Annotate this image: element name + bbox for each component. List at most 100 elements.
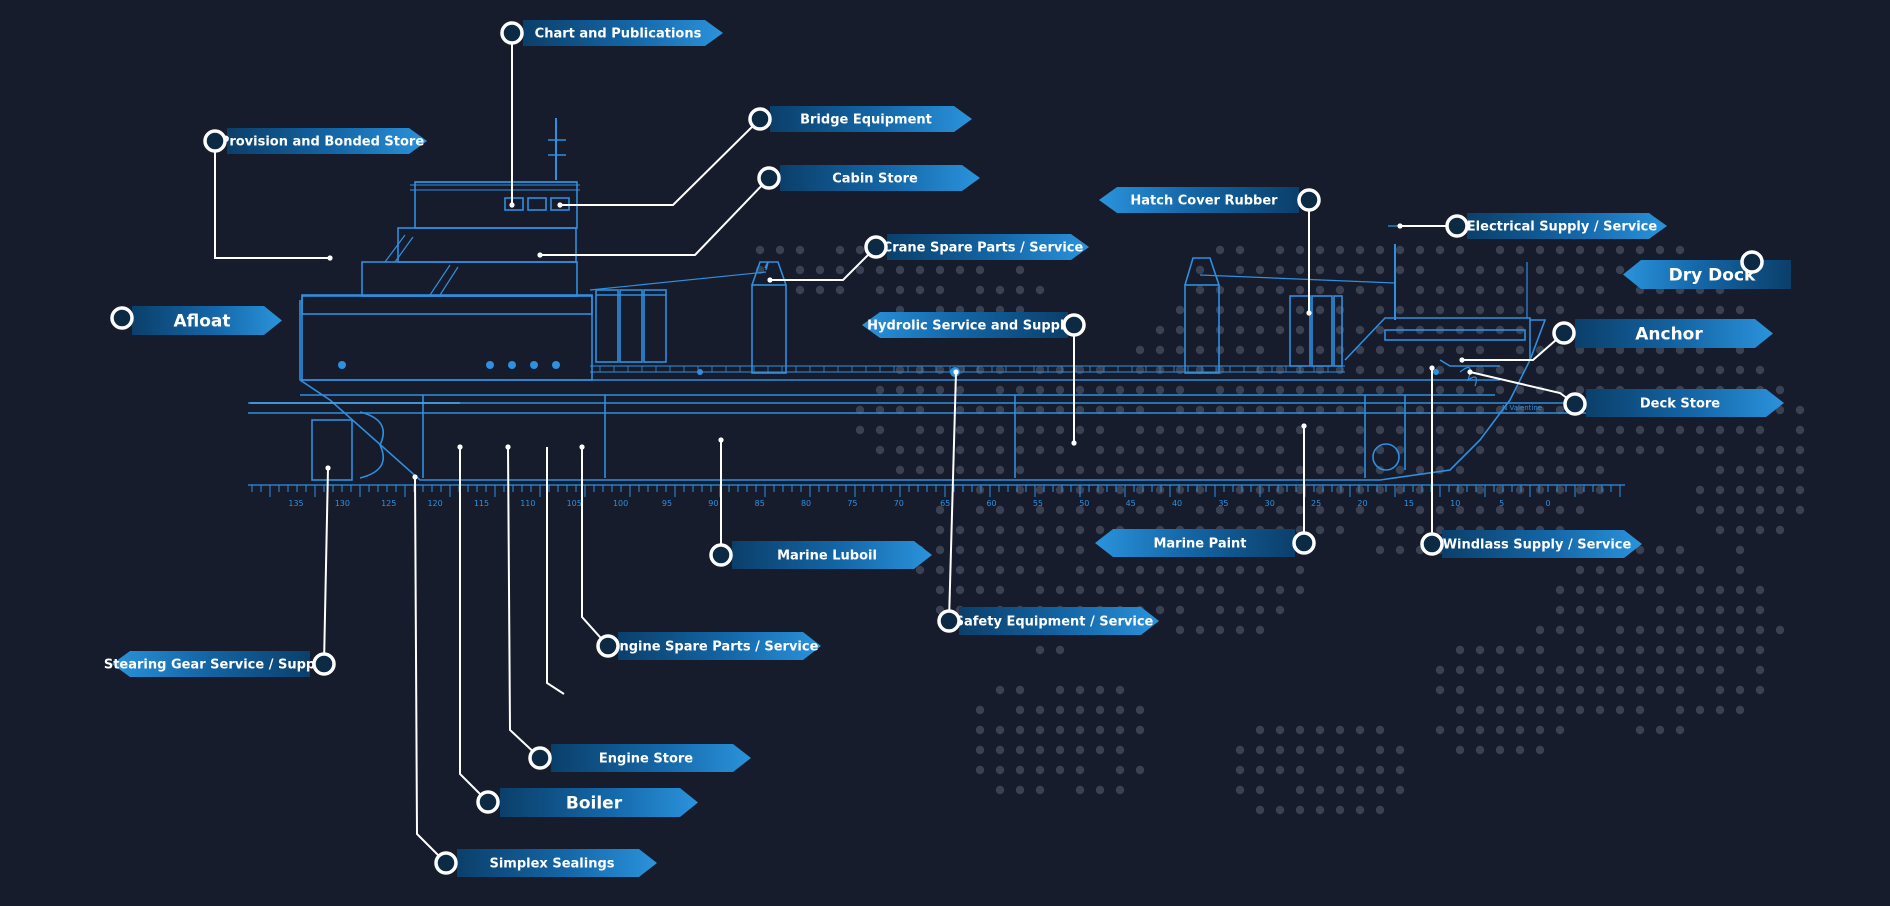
engine-spare-parts-marker[interactable] xyxy=(596,634,620,658)
afloat-callout[interactable]: Afloat xyxy=(110,306,282,335)
map-dot xyxy=(1375,365,1385,375)
map-dot xyxy=(1515,385,1525,395)
map-dot xyxy=(1315,485,1325,495)
steering-gear-tag[interactable] xyxy=(112,651,310,677)
marine-luboil-callout[interactable]: Marine Luboil xyxy=(709,541,932,569)
engine-store-callout[interactable]: Engine Store xyxy=(528,744,751,772)
boiler-callout[interactable]: Boiler xyxy=(476,788,698,817)
map-dot xyxy=(1355,285,1365,295)
hydrolic-service-callout[interactable]: Hydrolic Service and Supply xyxy=(862,312,1086,338)
map-dot xyxy=(1435,425,1445,435)
chart-publications-callout[interactable]: Chart and Publications xyxy=(500,20,723,46)
hatch-cover-rubber-callout[interactable]: Hatch Cover Rubber xyxy=(1099,187,1321,213)
simplex-sealings-tag[interactable] xyxy=(457,849,657,877)
map-dot xyxy=(1335,245,1345,255)
afloat-marker[interactable] xyxy=(110,306,134,330)
engine-spare-parts-tag[interactable] xyxy=(618,632,821,660)
map-dot xyxy=(1475,365,1485,375)
marine-paint-callout[interactable]: Marine Paint xyxy=(1095,529,1316,557)
electrical-supply-marker[interactable] xyxy=(1445,214,1469,238)
map-dot xyxy=(1415,445,1425,455)
map-dot xyxy=(1155,425,1165,435)
map-dot xyxy=(1355,445,1365,455)
bridge-equipment-marker[interactable] xyxy=(748,107,772,131)
map-dot xyxy=(1035,545,1045,555)
ruler-tick-label: 85 xyxy=(755,499,765,508)
map-dot xyxy=(955,405,965,415)
simplex-sealings-marker[interactable] xyxy=(434,851,458,875)
marine-paint-tag[interactable] xyxy=(1095,529,1295,557)
simplex-sealings-callout[interactable]: Simplex Sealings xyxy=(434,849,657,877)
map-dot xyxy=(1195,625,1205,635)
chart-publications-tag[interactable] xyxy=(523,20,723,46)
map-dot xyxy=(1615,445,1625,455)
deck-store-marker[interactable] xyxy=(1563,392,1587,416)
crane-spare-parts-marker[interactable] xyxy=(864,235,888,259)
map-dot xyxy=(1215,465,1225,475)
dry-dock-marker[interactable] xyxy=(1740,250,1764,274)
electrical-supply-callout[interactable]: Electrical Supply / Service xyxy=(1445,213,1667,239)
provision-bonded-marker[interactable] xyxy=(203,129,227,153)
dry-dock-callout[interactable]: Dry Dock xyxy=(1623,250,1791,289)
marine-luboil-tag[interactable] xyxy=(732,541,932,569)
bridge-equipment-callout[interactable]: Bridge Equipment xyxy=(748,106,972,132)
hydrolic-service-tag[interactable] xyxy=(862,312,1068,338)
map-dot xyxy=(1055,585,1065,595)
steering-gear-marker[interactable] xyxy=(312,652,336,676)
provision-bonded-tag[interactable] xyxy=(227,128,427,154)
windlass-supply-tag[interactable] xyxy=(1442,530,1642,558)
map-dot xyxy=(1415,345,1425,355)
map-dot xyxy=(1715,465,1725,475)
cabin-store-tag[interactable] xyxy=(780,165,980,191)
afloat-tag[interactable] xyxy=(132,306,282,335)
safety-equipment-tag[interactable] xyxy=(959,607,1159,635)
windlass-supply-marker[interactable] xyxy=(1420,532,1444,556)
marine-luboil-marker[interactable] xyxy=(709,543,733,567)
boiler-marker[interactable] xyxy=(476,790,500,814)
map-dot xyxy=(1655,585,1665,595)
map-dot xyxy=(1215,445,1225,455)
engine-spare-parts-callout[interactable]: Engine Spare Parts / Service xyxy=(596,632,821,660)
map-dot xyxy=(1435,285,1445,295)
steering-gear-callout[interactable]: Stearing Gear Service / Supply xyxy=(104,651,336,677)
anchor-tag[interactable] xyxy=(1575,319,1773,348)
bridge-equipment-tag[interactable] xyxy=(770,106,972,132)
anchor-marker[interactable] xyxy=(1552,321,1576,345)
chart-publications-marker[interactable] xyxy=(500,21,524,45)
boiler-tag[interactable] xyxy=(500,788,698,817)
provision-bonded-label: Provision and Bonded Store xyxy=(220,135,425,150)
cabin-store-callout[interactable]: Cabin Store xyxy=(757,165,980,191)
engine-store-marker[interactable] xyxy=(528,746,552,770)
map-dot xyxy=(1255,365,1265,375)
map-dot xyxy=(1035,745,1045,755)
map-dot xyxy=(1355,365,1365,375)
hydrolic-service-marker[interactable] xyxy=(1062,313,1086,337)
map-dot xyxy=(1495,725,1505,735)
hatch-cover-rubber-marker[interactable] xyxy=(1297,188,1321,212)
engine-store-tag[interactable] xyxy=(551,744,751,772)
ruler-tick-label: 75 xyxy=(847,499,857,508)
hatch-cover-rubber-tag[interactable] xyxy=(1099,187,1299,213)
crane-spare-parts-callout[interactable]: Crane Spare Parts / Service xyxy=(864,234,1089,260)
deck-store-tag[interactable] xyxy=(1586,389,1784,417)
map-dot xyxy=(1355,725,1365,735)
deck-store-callout[interactable]: Deck Store xyxy=(1563,389,1784,417)
anchor-callout[interactable]: Anchor xyxy=(1552,319,1773,348)
boiler-anchor-point xyxy=(457,444,463,450)
cabin-store-marker[interactable] xyxy=(757,166,781,190)
marine-paint-marker[interactable] xyxy=(1292,531,1316,555)
map-dot xyxy=(1095,745,1105,755)
map-dot xyxy=(1315,385,1325,395)
windlass-supply-callout[interactable]: Windlass Supply / Service xyxy=(1420,530,1642,558)
map-dot xyxy=(1275,365,1285,375)
electrical-supply-tag[interactable] xyxy=(1467,213,1667,239)
safety-equipment-callout[interactable]: Safety Equipment / Service xyxy=(937,607,1159,635)
map-dot xyxy=(1595,305,1605,315)
ruler-tick-label: 60 xyxy=(986,499,996,508)
map-dot xyxy=(1195,345,1205,355)
safety-equipment-marker[interactable] xyxy=(937,609,961,633)
crane-spare-parts-tag[interactable] xyxy=(887,234,1089,260)
map-dot xyxy=(935,565,945,575)
provision-bonded-callout[interactable]: Provision and Bonded Store xyxy=(203,128,427,154)
map-dot xyxy=(1575,245,1585,255)
